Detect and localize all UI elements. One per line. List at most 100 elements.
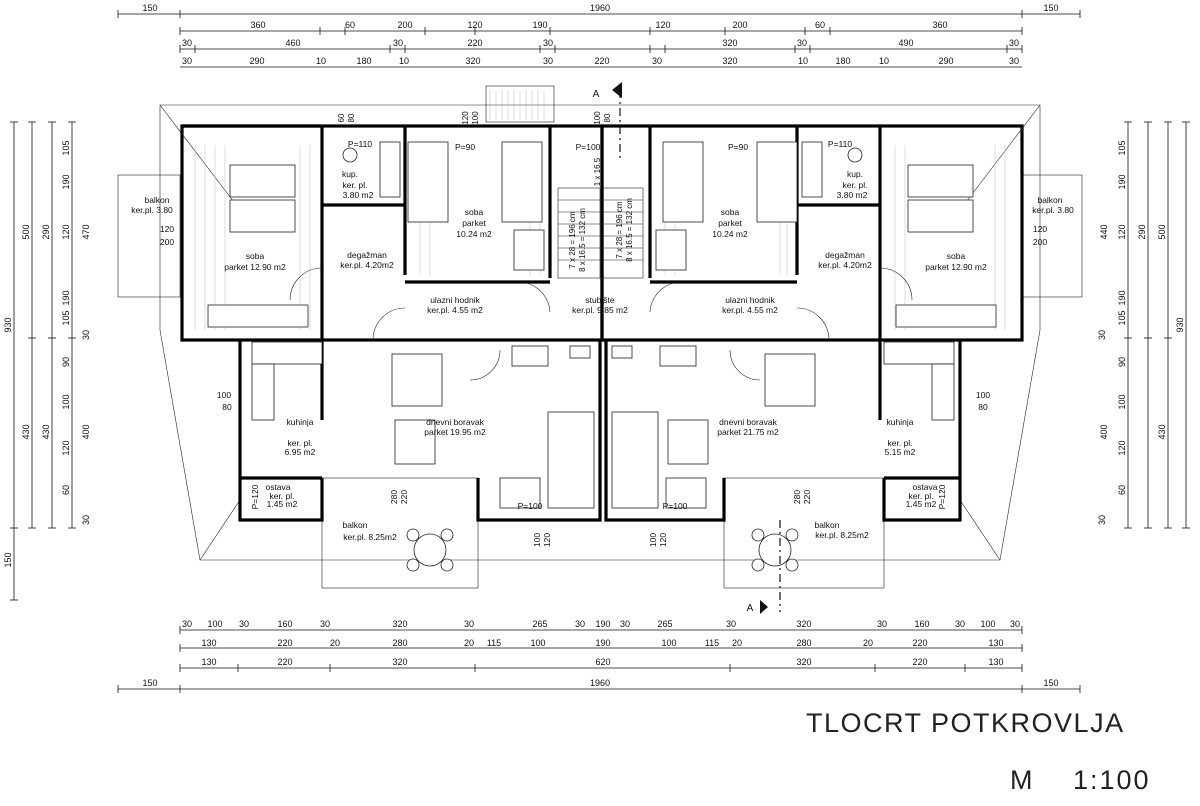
sofa-right-b xyxy=(611,411,659,509)
bot-dim-r3-7: 130 xyxy=(988,657,1003,667)
label-kup-right-a1: ker. pl. xyxy=(842,180,867,190)
top-dim-r2-1: 360 xyxy=(250,20,265,30)
balcony-table-right xyxy=(758,533,792,567)
bot-dim-r2-6: 115 xyxy=(487,638,501,648)
kitchen-counter-right-2 xyxy=(931,363,955,421)
bot-dim-r1-10: 190 xyxy=(595,619,610,629)
top-dim-r4-11: 10 xyxy=(798,56,808,66)
bot-dim-r1-11: 30 xyxy=(620,619,630,629)
left-dim-c1-9: 400 xyxy=(81,424,91,439)
furniture xyxy=(207,141,997,572)
balcony-bottom-right xyxy=(723,477,885,589)
balcony-top-left xyxy=(117,174,181,298)
top-window-80b: 80 xyxy=(603,113,612,122)
top-dim-r4-13: 10 xyxy=(879,56,889,66)
dining-table-right xyxy=(764,353,816,407)
left-dim-c3-1: 500 xyxy=(21,224,31,239)
bot-dim-r2-10: 115 xyxy=(705,638,719,648)
sofa-left-a xyxy=(499,477,541,509)
top-dim-r2-6: 120 xyxy=(655,20,670,30)
scale-value: 1:100 xyxy=(1073,765,1151,795)
left-dim-c1-3: 120 xyxy=(61,224,71,239)
label-soba-small-left: soba xyxy=(465,207,484,217)
label-stair-rise2: 8 x 16.5 = 132 cm xyxy=(625,198,634,262)
label-boravak-right: dnevni boravak xyxy=(719,417,777,427)
bot-dim-r2-13: 20 xyxy=(863,638,873,648)
label-balkon-top-left-area: ker.pl. 3.80 xyxy=(131,205,173,215)
bot-dim-r1-4: 160 xyxy=(277,619,292,629)
label-stair-rise1: 8 x 16.5 = 132 cm xyxy=(578,208,587,272)
right-dim-c1-2: 190 xyxy=(1117,174,1127,189)
bed-right-2 xyxy=(907,199,974,233)
top-window-100a: 100 xyxy=(471,111,480,125)
left-dim-c1-10: 120 xyxy=(61,440,71,455)
label-stubiste-area: ker.pl. 9.85 m2 xyxy=(572,305,628,315)
bot-dim-r2-3: 20 xyxy=(330,638,340,648)
stairs xyxy=(557,187,644,279)
left-dim-c1-8: 100 xyxy=(61,394,71,409)
label-kup-right-a2: 3.80 m2 xyxy=(837,190,868,200)
wardrobe-small-left xyxy=(513,229,545,271)
kitchen-counter-left xyxy=(251,341,323,365)
label-w220-left: 220 xyxy=(399,490,409,504)
label-ostava-left-a1: ker. pl. xyxy=(269,491,294,501)
label-window-left-1: 120 xyxy=(160,224,174,234)
bot-dim-r3-5: 320 xyxy=(796,657,811,667)
balcony-table-left xyxy=(413,533,447,567)
label-kup-right: kup. xyxy=(847,169,863,179)
top-window-labels: 60 80 120 100 100 80 xyxy=(337,111,612,125)
top-dim-r3-3: 30 xyxy=(393,38,403,48)
tv-left xyxy=(511,345,549,367)
label-ostava-right-a2: 1.45 m2 xyxy=(906,499,937,509)
label-kuhinja-right: kuhinja xyxy=(887,417,914,427)
left-dimensions: 930 150 500 430 290 430 105 190 120 190 … xyxy=(3,121,91,601)
top-dim-r3-6: 320 xyxy=(722,38,737,48)
bot-dim-r4-1: 150 xyxy=(142,678,157,688)
bot-dim-r1-16: 160 xyxy=(914,619,929,629)
label-degazman-right: degažman xyxy=(825,250,865,260)
bot-dim-r4-3: 150 xyxy=(1043,678,1058,688)
bot-dim-r1-5: 30 xyxy=(320,619,330,629)
label-p120-left: P=120 xyxy=(250,484,260,509)
label-w280-right: 280 xyxy=(792,490,802,504)
right-dim-c3-2: 430 xyxy=(1157,424,1167,439)
left-dim-c4-2: 150 xyxy=(3,552,13,567)
dining-table-left xyxy=(391,353,443,407)
bot-dim-r3-6: 220 xyxy=(912,657,927,667)
bot-dim-r3-2: 220 xyxy=(277,657,292,667)
label-w220-right: 220 xyxy=(802,490,812,504)
label-stair-run1: 7 x 28 = 196 cm xyxy=(568,211,577,268)
label-p100-bottom-left: P=100 xyxy=(518,501,543,511)
label-w80-left: 80 xyxy=(222,402,232,412)
stair-labels: stubište ker.pl. 9.85 m2 7 x 28 = 196 cm… xyxy=(568,157,634,315)
label-kuhinja-left-a1: ker. pl. xyxy=(287,438,312,448)
stair-landing-top xyxy=(485,85,555,123)
bot-dim-r3-4: 620 xyxy=(595,657,610,667)
bot-dim-r2-14: 220 xyxy=(912,638,927,648)
balcony-top-right xyxy=(1021,174,1083,298)
label-degazman-left-area: ker.pl. 4.20m2 xyxy=(340,260,394,270)
label-p110-right: P=110 xyxy=(828,139,852,149)
right-dim-c1-9: 120 xyxy=(1117,440,1127,455)
label-kup-left: kup. xyxy=(342,169,358,179)
bot-dim-r2-7: 100 xyxy=(530,638,545,648)
bathtub-left xyxy=(379,141,401,198)
top-dim-3: 150 xyxy=(1043,3,1058,13)
section-marker-bottom: A xyxy=(747,520,781,614)
left-dim-c3-2: 430 xyxy=(21,424,31,439)
bot-dim-r1-13: 30 xyxy=(726,619,736,629)
label-kup-left-a2: 3.80 m2 xyxy=(343,190,374,200)
left-dim-c1-6: 30 xyxy=(81,330,91,340)
bot-dim-r2-5: 20 xyxy=(464,638,474,648)
left-dim-c1-1: 105 xyxy=(61,140,71,155)
top-dim-1: 150 xyxy=(142,3,157,13)
top-dim-r4-10: 320 xyxy=(722,56,737,66)
left-dim-c1-4: 190 xyxy=(61,290,71,305)
label-kuhinja-left-a2: 6.95 m2 xyxy=(285,447,316,457)
bed-small-right-2 xyxy=(756,141,798,223)
right-dim-c1-6: 30 xyxy=(1097,330,1107,340)
top-dim-r4-1: 30 xyxy=(182,56,192,66)
label-boravak-right-area: parket 21.75 m2 xyxy=(717,427,779,437)
fireplace-left xyxy=(569,345,591,359)
top-window-100b: 100 xyxy=(593,111,602,125)
